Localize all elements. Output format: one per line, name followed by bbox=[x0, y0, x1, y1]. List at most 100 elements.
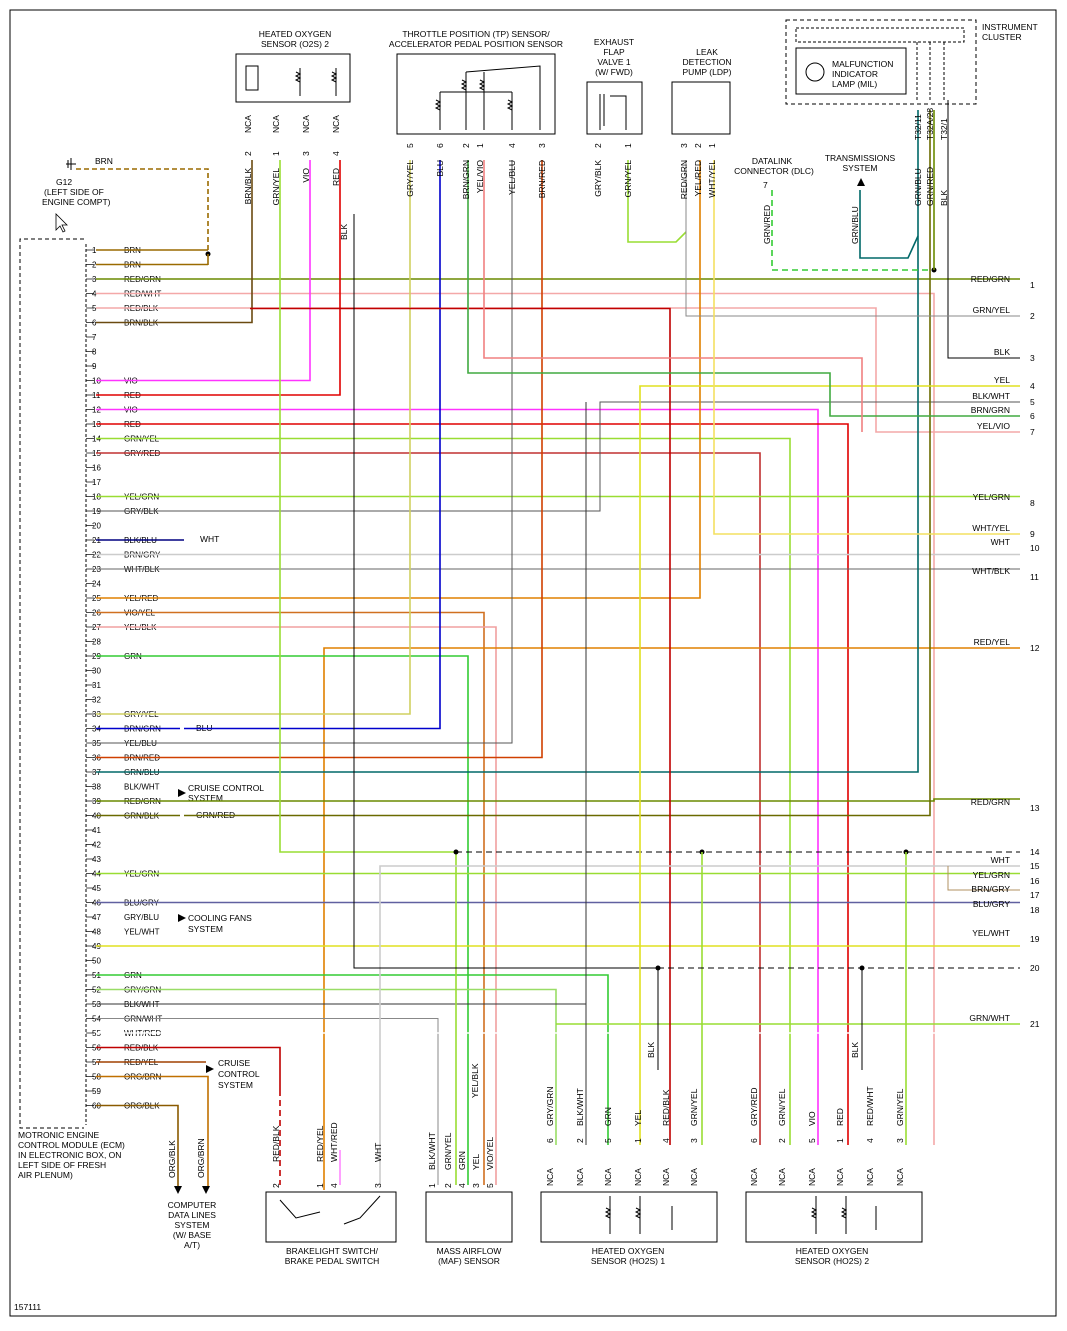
wire-pin-19 bbox=[96, 401, 1020, 512]
wire-ref-15 bbox=[379, 865, 1020, 1185]
ecm-pin-number: 20 bbox=[92, 522, 101, 531]
ecm-pin-number: 16 bbox=[92, 464, 101, 473]
tp-wire: YEL/VIO bbox=[475, 160, 485, 193]
right-ref-wire-label: GRN/WHT bbox=[969, 1013, 1010, 1023]
g12-wire-label: BRN bbox=[95, 156, 113, 166]
ho2s2-top-wire: VIO bbox=[301, 168, 311, 183]
ldp-pin: 1 bbox=[707, 143, 717, 148]
wire-pin-54 bbox=[96, 1018, 439, 1185]
right-ref-number: 13 bbox=[1030, 803, 1040, 813]
tp-wire: YEL/BLU bbox=[507, 160, 517, 195]
right-ref-wire-label: YEL/GRN bbox=[973, 870, 1010, 880]
right-ref-number: 19 bbox=[1030, 934, 1040, 944]
maf-pin: 3 bbox=[471, 1183, 481, 1188]
wire-pin-27 bbox=[96, 626, 497, 1185]
right-reference-list: 1RED/GRN2GRN/YEL3BLK4YEL5BLK/WHT6BRN/GRN… bbox=[969, 274, 1039, 1029]
right-ref-wire-label: YEL/WHT bbox=[972, 928, 1010, 938]
ho2s2-pin: 6 bbox=[749, 1138, 759, 1143]
right-ref-wire-label: BRN/GRY bbox=[971, 884, 1010, 894]
ho2s1-pin: 6 bbox=[545, 1138, 555, 1143]
ho2s2-pin: 1 bbox=[835, 1138, 845, 1143]
right-ref-wire-label: WHT/BLK bbox=[972, 566, 1010, 576]
wire-ref-2 bbox=[685, 160, 1020, 317]
ecm-pin-wire-label: GRY/BLU bbox=[124, 913, 159, 922]
right-ref-wire-label: YEL/VIO bbox=[977, 421, 1010, 431]
maf-pin: 1 bbox=[427, 1183, 437, 1188]
ecm-pin-number: 32 bbox=[92, 696, 101, 705]
right-ref-number: 9 bbox=[1030, 529, 1035, 539]
ecm-label-line: LEFT SIDE OF FRESH bbox=[18, 1160, 106, 1170]
wire-pin-14 bbox=[96, 437, 791, 1145]
arrow-right-icon bbox=[206, 1065, 214, 1073]
wire-pin-51 bbox=[96, 974, 609, 1145]
ecm-pin-number: 50 bbox=[92, 957, 101, 966]
brake-switch-component: BRAKELIGHT SWITCH/BRAKE PEDAL SWITCH bbox=[265, 1191, 397, 1266]
ecm-pin-wire-label: BLK/WHT bbox=[124, 783, 160, 792]
ecm-pin-number: 38 bbox=[92, 783, 101, 792]
right-ref-number: 2 bbox=[1030, 311, 1035, 321]
ecm-outline bbox=[19, 238, 84, 1129]
inline-label-wht: WHT bbox=[200, 534, 219, 544]
wire-pin-13 bbox=[96, 423, 849, 1145]
brake-pin: 1 bbox=[315, 1183, 325, 1188]
tp-pin: 5 bbox=[405, 143, 415, 148]
brake-wire: RED/BLK bbox=[271, 1125, 281, 1162]
right-ref-number: 14 bbox=[1030, 847, 1040, 857]
wire-pin-25 bbox=[96, 160, 701, 599]
ho2s1-pin: 3 bbox=[689, 1138, 699, 1143]
ho2s2-top-wire: RED bbox=[331, 168, 341, 186]
ho2s2-wire: RED/WHT bbox=[865, 1086, 875, 1126]
tp-wire: BRN/RED bbox=[537, 160, 547, 198]
right-ref-wire-label: GRN/YEL bbox=[973, 305, 1011, 315]
right-ref-wire-label: BRN/GRN bbox=[971, 405, 1010, 415]
svg-text:THROTTLE POSITION (TP) SENSOR/: THROTTLE POSITION (TP) SENSOR/ACCELERATO… bbox=[389, 29, 563, 49]
ho2s2-wire: RED bbox=[835, 1108, 845, 1126]
flap-wire: GRN/YEL bbox=[623, 160, 633, 198]
brake-wire: RED/YEL bbox=[315, 1125, 325, 1162]
ecm-pin-number: 9 bbox=[92, 362, 97, 371]
ho2s2-shield: BLK bbox=[850, 1042, 860, 1058]
maf-wire: YEL bbox=[471, 1154, 481, 1170]
maf-wire: GRN/YEL bbox=[443, 1132, 453, 1170]
ho2s2-wire: GRN/YEL bbox=[777, 1088, 787, 1126]
brake-pin: 4 bbox=[329, 1183, 339, 1188]
ho2s1-nca: NCA bbox=[545, 1168, 555, 1186]
ecm-pin-wire-label: YEL/WHT bbox=[124, 928, 160, 937]
ho2s2-top-wire: BRN/BLK bbox=[243, 168, 253, 205]
ho2s2-top-pin: 2 bbox=[243, 151, 253, 156]
ldp-wire: YEL/RED bbox=[693, 160, 703, 196]
wire-pin-34 bbox=[184, 160, 441, 730]
svg-text:BRAKELIGHT SWITCH/BRAKE PEDAL: BRAKELIGHT SWITCH/BRAKE PEDAL SWITCH bbox=[285, 1246, 380, 1266]
brake-pin: 3 bbox=[373, 1183, 383, 1188]
wire-ref-3 bbox=[947, 100, 1020, 359]
tp-pin: 6 bbox=[435, 143, 445, 148]
tp-pin: 2 bbox=[461, 143, 471, 148]
wire-network bbox=[96, 100, 1020, 1190]
cluster-wire: GRN/RED bbox=[925, 167, 935, 206]
right-ref-wire-label: RED/GRN bbox=[971, 797, 1010, 807]
ecm-pin-number: 6 bbox=[92, 319, 97, 328]
arrow-up-icon bbox=[857, 178, 865, 186]
ho2s1-wire: BLK/WHT bbox=[575, 1088, 585, 1126]
tp-pin: 1 bbox=[475, 143, 485, 148]
right-ref-number: 12 bbox=[1030, 643, 1040, 653]
cluster-pin: T32/11 bbox=[913, 114, 923, 140]
right-ref-number: 15 bbox=[1030, 861, 1040, 871]
ho2s2-pin: 4 bbox=[865, 1138, 875, 1143]
ecm-pin-number: 5 bbox=[92, 304, 97, 313]
svg-text:7: 7 bbox=[763, 180, 768, 190]
shield-wire: BLK bbox=[339, 224, 349, 240]
tp-wire: BRN/GRN bbox=[461, 160, 471, 199]
right-ref-number: 17 bbox=[1030, 890, 1040, 900]
right-ref-wire-label: BLK/WHT bbox=[972, 391, 1010, 401]
